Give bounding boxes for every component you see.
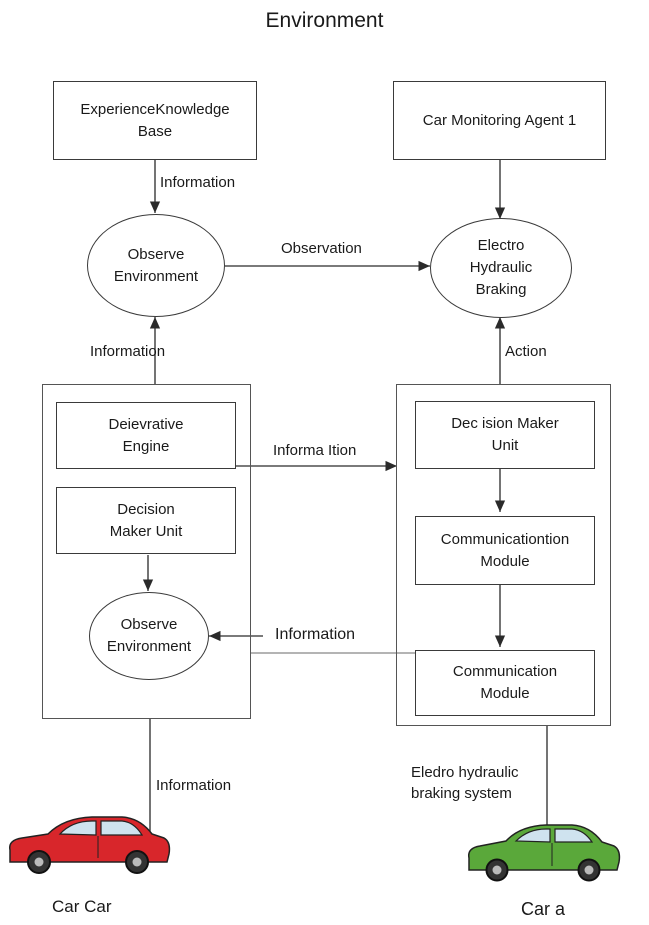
communication-module-2: Communication Module (415, 650, 595, 716)
observe-environment-bottom: Observe Environment (89, 592, 209, 680)
right-agent-panel (396, 384, 611, 726)
label-action: Action (505, 343, 547, 360)
label-comm-information: Information (275, 626, 356, 643)
label-informa-ition: Informa Ition (273, 442, 357, 459)
car-icon-right (467, 824, 621, 882)
communication-module-1: Communicationtion Module (415, 516, 595, 585)
electro-hydraulic-braking: Electro Hydraulic Braking (430, 218, 572, 318)
label-ehb-system: Eledro hydraulic braking system (411, 764, 519, 802)
label-kb-information: Information (160, 174, 236, 191)
decision-maker-unit-right: Dec ision Maker Unit (415, 401, 595, 469)
experience-knowledge-base: ExperienceKnowledge Base (53, 81, 257, 160)
car-monitoring-agent: Car Monitoring Agent 1 (393, 81, 606, 160)
decision-maker-unit-left: Decision Maker Unit (56, 487, 236, 554)
diagram-title: Environment (265, 9, 384, 32)
deievrative-engine: Deievrative Engine (56, 402, 236, 469)
observe-environment-top: Observe Environment (87, 214, 225, 317)
car-icon-left (9, 816, 171, 874)
label-left-information: Information (90, 343, 166, 360)
car-right-caption: Car a (521, 899, 566, 919)
label-car-information: Information (156, 777, 232, 794)
car-left-caption: Car Car (52, 897, 112, 916)
left-agent-panel (42, 384, 251, 719)
label-observation: Observation (281, 240, 362, 257)
